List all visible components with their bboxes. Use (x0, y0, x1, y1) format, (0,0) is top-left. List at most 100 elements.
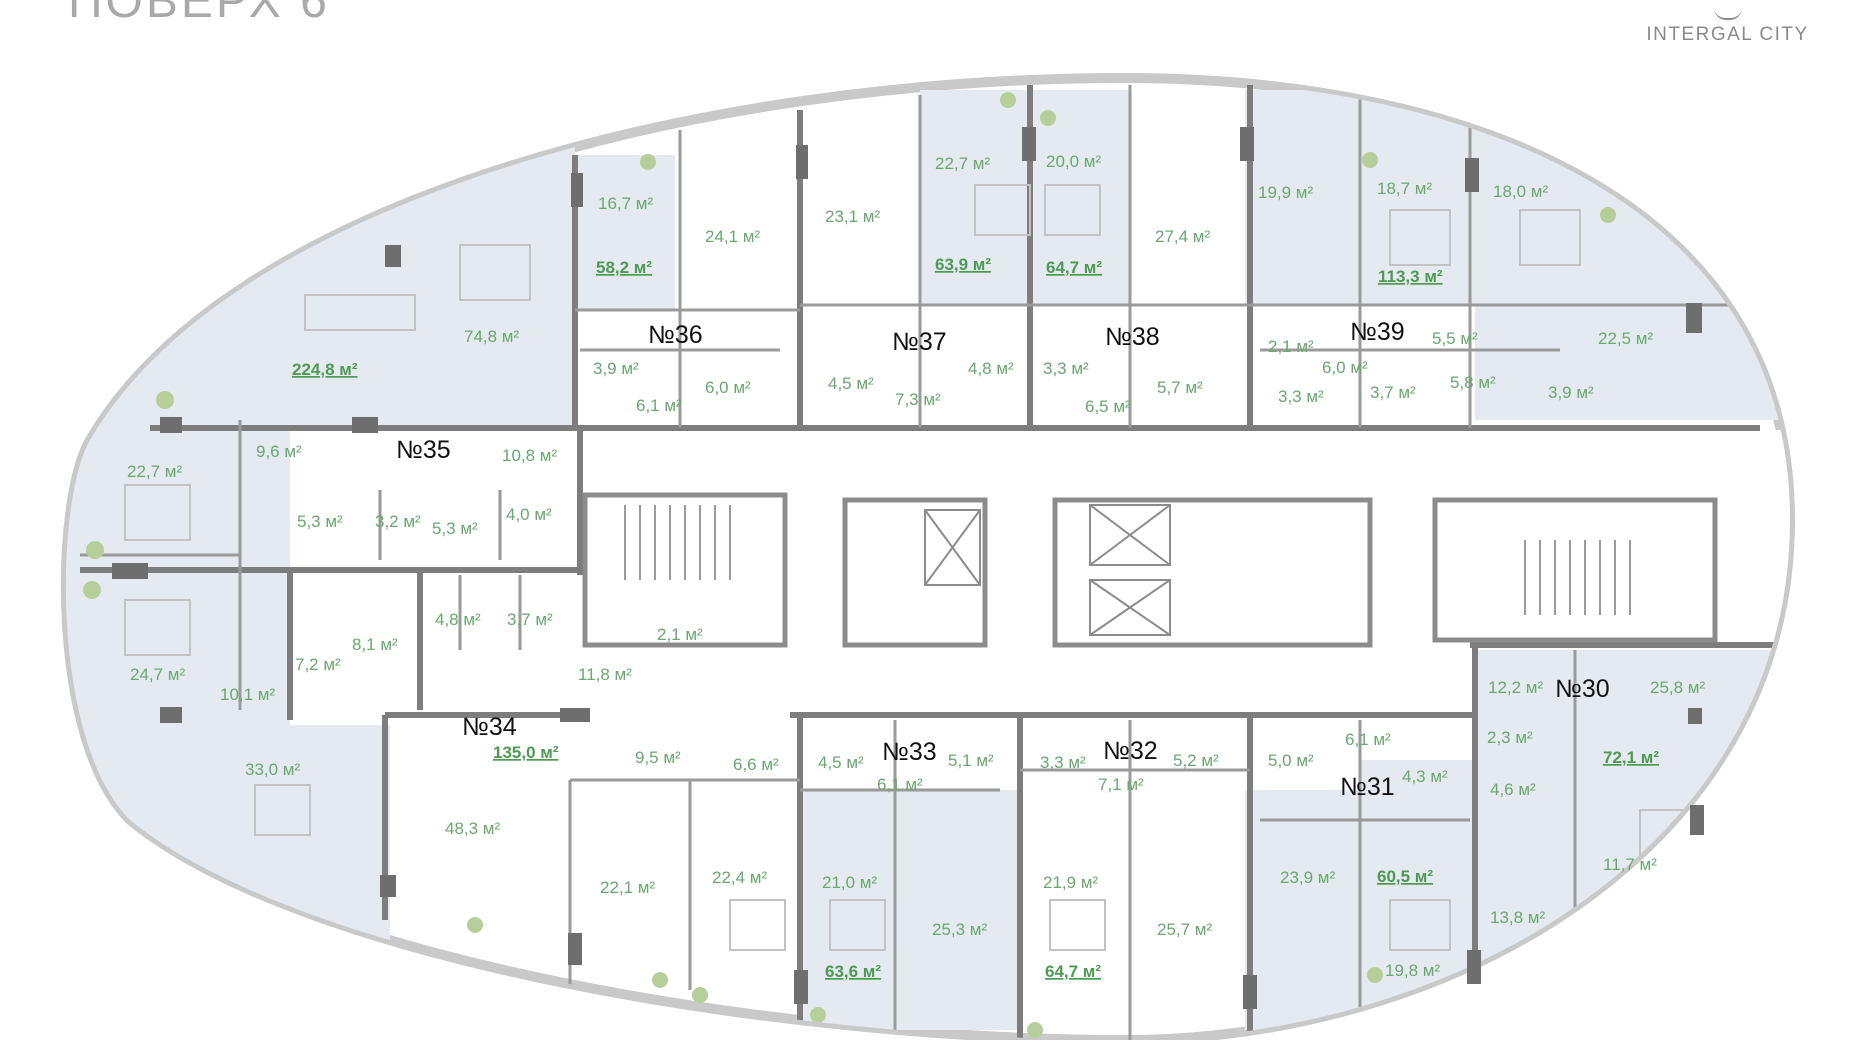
apartment-total-area: 64,7 м² (1046, 258, 1102, 277)
page-title: ПОВЕРХ 6 (68, 0, 330, 28)
room-area: 3,3 м² (1043, 359, 1089, 378)
room-area: 3,3 м² (1040, 753, 1086, 772)
plant-icon (652, 972, 668, 988)
furniture (124, 184, 1701, 951)
logo-name: INTERGAL CITY (1646, 24, 1809, 45)
room-area: 4,5 м² (828, 374, 874, 393)
room-area: 6,1 м² (636, 396, 682, 415)
room-area: 3,2 м² (375, 512, 421, 531)
bed-icon (254, 784, 311, 836)
room-area: 3,7 м² (507, 610, 553, 629)
lift-lobby-west (842, 497, 988, 648)
apartment-total-area: 63,9 м² (935, 255, 991, 274)
dining-table-icon (459, 244, 531, 301)
plant-icon (83, 581, 101, 599)
room-area: 11,8 м² (578, 665, 632, 684)
columns (112, 127, 1704, 1009)
room-area: 24,1 м² (705, 227, 760, 246)
apt31-bedroom (1245, 790, 1360, 1030)
room-area: 7,1 м² (1098, 775, 1144, 794)
bed-icon (829, 899, 886, 951)
room-area: 2,1 м² (657, 625, 703, 644)
apartment-number: №32 (1103, 737, 1158, 765)
apartment-number: №38 (1105, 323, 1160, 351)
room-area: 33,0 м² (245, 760, 300, 779)
plant-icon (692, 987, 708, 1003)
room-area: 5,3 м² (432, 519, 478, 538)
room-area: 22,4 м² (712, 868, 767, 887)
sofa-icon (304, 294, 416, 331)
room-area: 21,9 м² (1043, 873, 1098, 892)
bed-icon (1389, 899, 1451, 951)
room-area: 25,8 м² (1650, 678, 1705, 697)
stairwell-east (1432, 497, 1718, 643)
plant-icon (1472, 987, 1488, 1003)
room-area: 23,9 м² (1280, 868, 1335, 887)
room-area: 3,9 м² (593, 359, 639, 378)
room-area: 6,1 м² (877, 775, 923, 794)
room-area: 48,3 м² (445, 819, 500, 838)
room-area: 19,9 м² (1258, 183, 1313, 202)
plant-icon (1600, 207, 1616, 223)
apartment-number: №39 (1350, 318, 1405, 346)
apartment-total-area: 135,0 м² (493, 743, 559, 762)
apartment-total-area: 224,8 м² (292, 360, 358, 379)
apartment-number: №31 (1340, 773, 1395, 801)
room-area: 13,8 м² (1490, 908, 1545, 927)
apartment-number: №33 (882, 738, 937, 766)
apt34-corner (65, 725, 390, 985)
room-area: 5,5 м² (1432, 329, 1478, 348)
room-area: 5,0 м² (1268, 751, 1314, 770)
logo-mark-icon (1713, 8, 1742, 20)
apt30-living (1575, 650, 1790, 1030)
apt33-bedroom (800, 790, 895, 1030)
building-core (582, 492, 1718, 648)
apartment-total-area: 63,6 м² (825, 962, 881, 981)
plant-icon (1027, 1022, 1043, 1038)
room-area: 20,0 м² (1046, 152, 1101, 171)
room-area: 6,5 м² (1085, 397, 1131, 416)
room-area: 4,3 м² (1402, 767, 1448, 786)
bed-icon (974, 184, 1031, 236)
lift-lobby-east (1052, 497, 1373, 648)
room-area: 25,3 м² (932, 920, 987, 939)
apartment-total-area: 72,1 м² (1603, 748, 1659, 767)
room-area: 22,1 м² (600, 878, 655, 897)
elevator-icon (924, 504, 1171, 636)
plant-icon (156, 391, 174, 409)
room-area: 6,6 м² (733, 755, 779, 774)
brand-logo: INTERGAL CITY (1640, 8, 1815, 48)
room-area: 2,3 м² (1487, 728, 1533, 747)
room-area: 5,3 м² (297, 512, 343, 531)
room-area: 22,5 м² (1598, 329, 1653, 348)
apartment-number: №34 (462, 713, 517, 741)
room-area: 9,6 м² (256, 442, 302, 461)
apartment-total-area: 58,2 м² (596, 258, 652, 277)
room-area: 21,0 м² (822, 873, 877, 892)
room-area: 12,2 м² (1488, 678, 1543, 697)
room-area: 6,1 м² (1345, 730, 1391, 749)
room-area: 5,8 м² (1450, 373, 1496, 392)
room-area: 19,8 м² (1385, 961, 1440, 980)
bed-icon (124, 599, 191, 656)
plant-icon (1367, 967, 1383, 983)
room-area: 4,0 м² (506, 505, 552, 524)
room-area: 5,2 м² (1173, 751, 1219, 770)
room-area: 4,8 м² (435, 610, 481, 629)
apt39-corner (1475, 90, 1790, 420)
stairwell-west (582, 492, 788, 648)
room-area: 11,7 м² (1603, 855, 1657, 874)
apt35-bedrooms (65, 425, 290, 725)
bed-icon (1049, 899, 1106, 951)
room-area: 3,3 м² (1278, 387, 1324, 406)
west-corridor (290, 480, 580, 700)
room-area: 27,4 м² (1155, 227, 1210, 246)
plant-icon (467, 917, 483, 933)
plant-icon (1000, 92, 1016, 108)
room-area: 4,5 м² (818, 753, 864, 772)
room-area: 74,8 м² (464, 327, 519, 346)
apt33-living (895, 790, 1020, 1030)
area-labels: 74,8 м² 9,6 м² 22,7 м² 10,8 м² 5,3 м² 3,… (127, 152, 1705, 981)
